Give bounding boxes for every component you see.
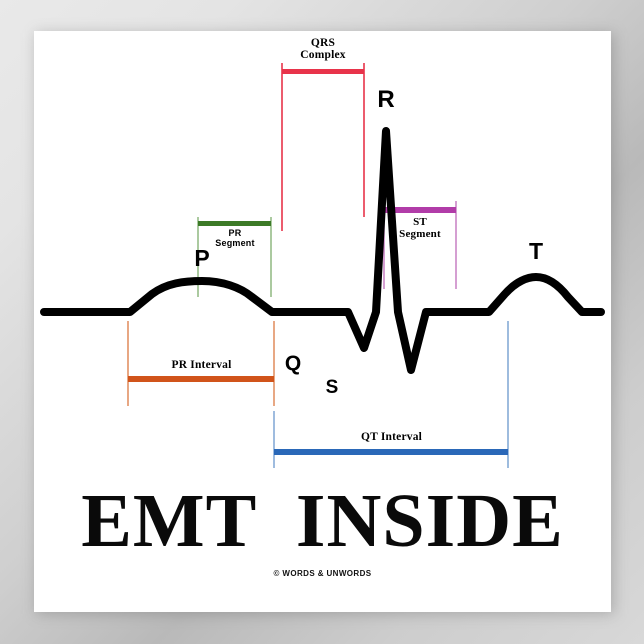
st-segment-label-line1: ST (413, 216, 427, 228)
qrs-complex-label-line1: QRS (310, 37, 336, 49)
ecg-waveform-diagram (34, 31, 611, 486)
qrs-bar (282, 69, 364, 74)
annotation-pr-interval (127, 321, 275, 406)
annotation-qt-interval (273, 321, 509, 468)
t-wave-label: T (528, 238, 544, 264)
r-wave-label: R (377, 86, 395, 113)
pr-segment-label-line2: Segment (215, 238, 255, 249)
qrs-complex-label-line2: Complex (300, 49, 346, 62)
qrs-complex-label: QRS Complex (273, 37, 373, 61)
qt-int-bar (274, 449, 508, 455)
st-seg-bar (384, 207, 456, 213)
s-wave-label: S (325, 377, 339, 398)
pr-int-bar (128, 376, 274, 382)
ecg-trace (40, 127, 605, 374)
title-block: EMT INSIDE © WORDS & UNWORDS (34, 483, 611, 578)
annotation-qrs-complex (281, 63, 365, 231)
p-wave-label: P (194, 245, 210, 271)
st-segment-label: ST Segment (378, 216, 462, 240)
poster-sheet: QRS Complex R PR Segment ST Segment P T … (34, 31, 611, 612)
poster-credit: © WORDS & UNWORDS (273, 569, 372, 578)
pr-seg-bar (198, 221, 271, 226)
q-wave-label: Q (284, 352, 302, 375)
poster-title: EMT INSIDE (81, 479, 564, 563)
qt-interval-label: QT Interval (360, 431, 423, 443)
pr-segment-label: PR Segment (194, 228, 276, 249)
pr-interval-label: PR Interval (171, 359, 232, 371)
st-segment-label-line2: Segment (399, 227, 441, 240)
pr-segment-label-line1: PR (228, 228, 242, 238)
